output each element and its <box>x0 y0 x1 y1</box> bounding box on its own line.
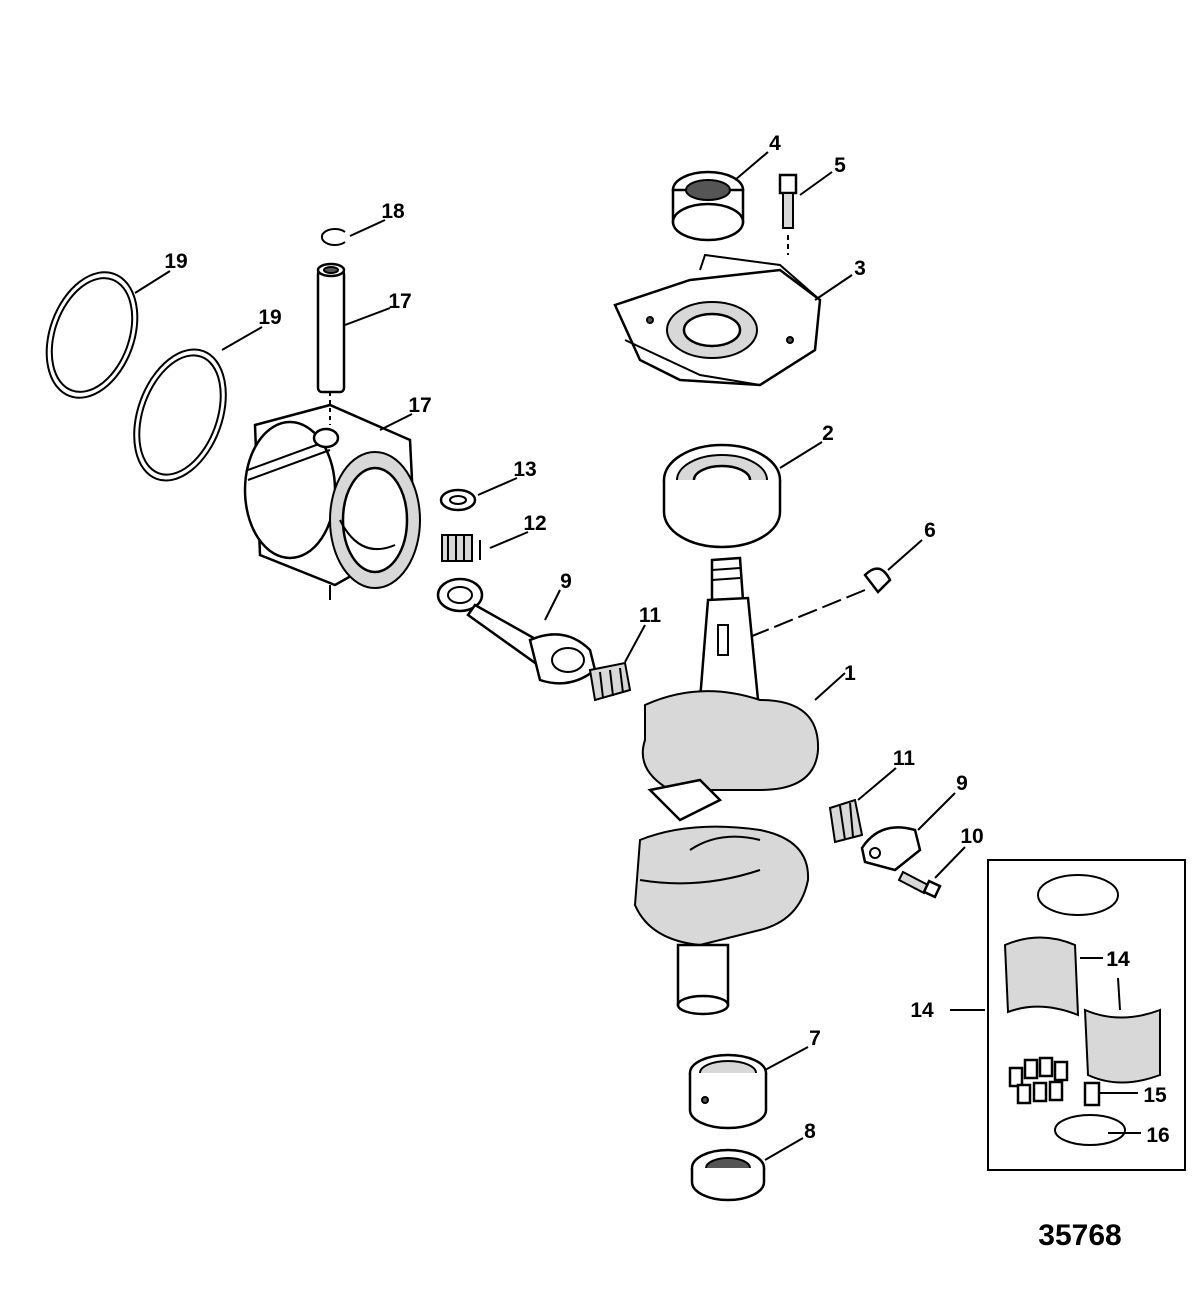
piston <box>243 403 421 600</box>
screw-top <box>778 173 798 255</box>
leader-line <box>814 672 846 701</box>
callout-11: 11 <box>639 604 662 627</box>
callout-13: 13 <box>513 458 536 481</box>
callout-3: 3 <box>854 257 866 280</box>
callout-4: 4 <box>769 132 781 155</box>
needle-roller-single <box>1083 1081 1101 1107</box>
retaining-clip <box>320 228 346 246</box>
leader-line <box>814 274 853 301</box>
callout-12: 12 <box>523 512 546 535</box>
leader-line <box>917 792 956 831</box>
leader-line <box>734 151 769 181</box>
callout-14: 14 <box>910 999 934 1022</box>
oil-seal-top <box>671 170 745 242</box>
callout-17: 17 <box>408 394 431 417</box>
loose-needle-rollers <box>1008 1056 1069 1105</box>
leader-line <box>857 767 897 801</box>
callout-9: 9 <box>956 772 968 795</box>
leader-line <box>887 539 923 571</box>
leader-line <box>764 1046 809 1071</box>
end-cap-housing <box>613 253 822 387</box>
leader-line <box>379 413 413 431</box>
callout-14: 14 <box>1106 948 1130 971</box>
piston-ring-inner <box>133 348 227 482</box>
callout-1: 1 <box>844 662 856 685</box>
callout-11: 11 <box>893 747 916 770</box>
callout-8: 8 <box>804 1120 816 1143</box>
needle-bearing-cage-lower <box>828 798 864 844</box>
callout-10: 10 <box>960 825 983 848</box>
leader-line <box>477 477 518 496</box>
callout-16: 16 <box>1146 1124 1169 1147</box>
leader-line <box>1117 977 1121 1011</box>
callout-19: 19 <box>258 306 281 329</box>
wrist-pin <box>316 262 346 425</box>
leader-line <box>544 589 561 621</box>
thrust-washer <box>439 488 477 512</box>
retaining-ring <box>1054 1114 1126 1146</box>
callout-6: 6 <box>924 519 936 542</box>
leader-line <box>624 624 646 663</box>
rod-cap-screw <box>897 870 942 899</box>
lower-main-bearing <box>688 1053 768 1130</box>
crankshaft <box>633 556 820 1016</box>
callout-19: 19 <box>164 250 187 273</box>
callout-9: 9 <box>560 570 572 593</box>
ball-bearing <box>662 443 782 549</box>
piston-ring-outer <box>45 271 139 399</box>
leader-line <box>489 531 529 549</box>
callout-15: 15 <box>1143 1084 1167 1107</box>
leader-line <box>349 219 386 237</box>
leader-line <box>764 1137 804 1161</box>
figure-number: 35768 <box>1038 1219 1121 1252</box>
needle-bearing-cage-upper <box>588 661 632 702</box>
callout-18: 18 <box>381 200 405 223</box>
leader-line <box>799 171 833 196</box>
leader-line <box>934 846 966 879</box>
oil-seal-bottom <box>690 1148 766 1202</box>
needle-bearing-small <box>441 534 481 562</box>
bearing-kit-box <box>987 859 1186 1171</box>
callout-7: 7 <box>809 1027 821 1050</box>
callout-14: 14 <box>1106 948 1130 971</box>
callout-5: 5 <box>834 154 846 177</box>
callout-17: 17 <box>388 290 411 313</box>
connecting-rod-cap <box>860 826 922 872</box>
leader-line <box>134 270 171 294</box>
callout-2: 2 <box>822 422 834 445</box>
connecting-rod <box>436 577 597 685</box>
leader-line <box>344 307 391 326</box>
leader-line <box>779 441 823 469</box>
leader-line <box>221 326 263 351</box>
